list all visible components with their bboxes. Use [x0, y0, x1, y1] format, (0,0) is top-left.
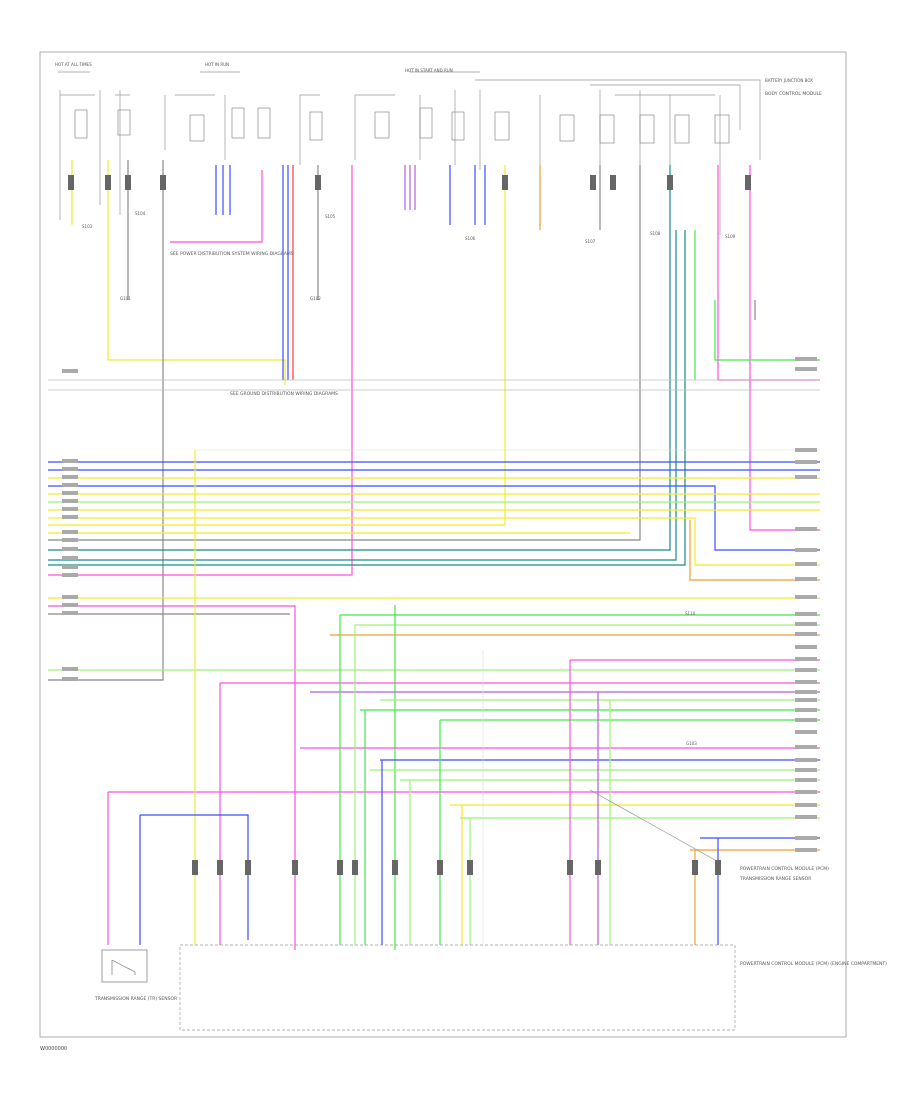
ground-g102: G102 — [310, 296, 321, 301]
note-power-distribution: SEE POWER DISTRIBUTION SYSTEM WIRING DIA… — [170, 251, 294, 257]
tr-sensor-switch — [101, 949, 148, 983]
top-vertical-wires — [48, 160, 820, 681]
splice-s104: S104 — [135, 211, 146, 216]
horizontal-bus-wires — [48, 379, 820, 950]
tr-sensor-label: TRANSMISSION RANGE (TR) SENSOR — [94, 996, 177, 1002]
left-wire-labels — [62, 369, 78, 681]
note-pcm: POWERTRAIN CONTROL MODULE (PCM) — [740, 866, 829, 872]
splice-s107: S107 — [585, 239, 596, 244]
note-bcm: BODY CONTROL MODULE — [765, 91, 822, 97]
right-wire-labels — [795, 357, 817, 852]
pcm-label: POWERTRAIN CONTROL MODULE (PCM) (ENGINE … — [740, 961, 887, 967]
leader-line — [589, 789, 716, 861]
pcm-box — [179, 944, 736, 1031]
splice-s110: S110 — [685, 611, 696, 616]
ground-g101: G101 — [120, 296, 131, 301]
splice-s105: S105 — [325, 214, 336, 219]
fuse-label-1: HOT AT ALL TIMES — [55, 62, 92, 67]
fuse-symbols — [74, 107, 730, 144]
ground-g103: G103 — [686, 741, 697, 746]
splice-s106: S106 — [465, 236, 476, 241]
pcm-drop-wires — [107, 450, 719, 945]
note-ground-distribution: SEE GROUND DISTRIBUTION WIRING DIAGRAMS — [230, 391, 338, 397]
splice-s103: S103 — [82, 224, 93, 229]
fuse-label-4: BATTERY JUNCTION BOX — [765, 78, 813, 83]
fuse-label-3: HOT IN START AND RUN — [405, 68, 453, 73]
diagram-border — [39, 51, 847, 1038]
splice-s109: S109 — [725, 234, 736, 239]
fuse-label-2: HOT IN RUN — [205, 62, 229, 67]
note-trs: TRANSMISSION RANGE SENSOR — [739, 876, 811, 882]
splice-s108: S108 — [650, 231, 661, 236]
footer-code: W0000000 — [40, 1046, 67, 1052]
wire-code-marks — [68, 175, 751, 875]
